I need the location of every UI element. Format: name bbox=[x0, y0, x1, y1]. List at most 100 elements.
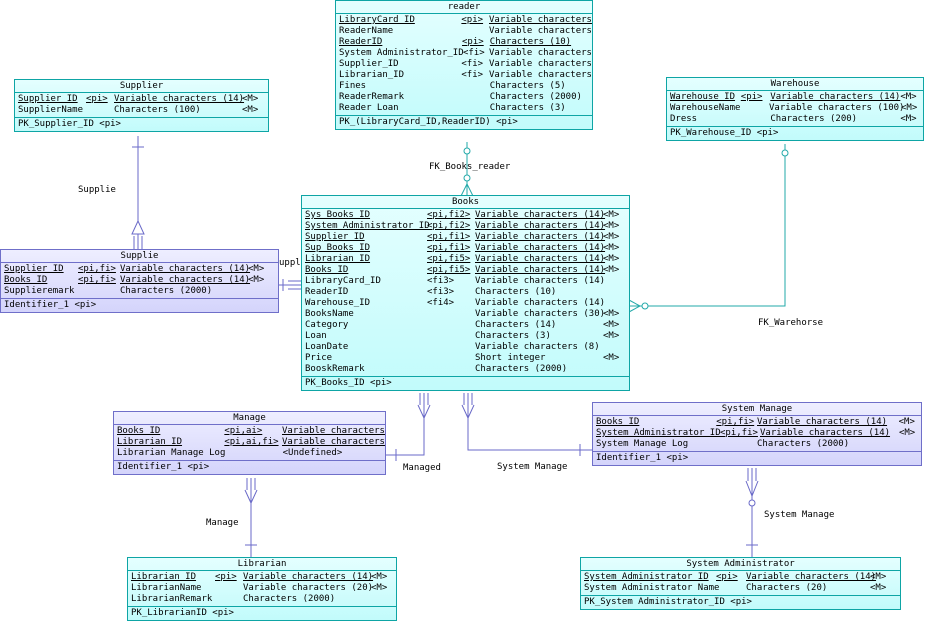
attribute-key bbox=[427, 364, 475, 375]
attribute-row: ReaderID<fi3>Characters (10) bbox=[305, 287, 626, 298]
attribute-name: WarehouseName bbox=[670, 103, 741, 113]
attribute-type: Characters (20) bbox=[746, 583, 828, 593]
link-books-system-manage bbox=[467, 393, 592, 451]
attribute-row: Books_ID<pi,fi>Variable characters (14)<… bbox=[596, 417, 918, 428]
attribute-key bbox=[461, 26, 489, 37]
attribute-type: Variable characters (14) bbox=[770, 92, 901, 102]
attribute-mandatory: <M> bbox=[603, 331, 620, 341]
attribute-row: System Administrator_ID<fi>Variable char… bbox=[339, 48, 592, 59]
attribute-type: Variable characters bbox=[489, 48, 592, 58]
entity-identifier: PK_(LibraryCard_ID,ReaderID) <pi> bbox=[339, 117, 518, 127]
attribute-list: Supplier_ID<pi>Variable characters (14)<… bbox=[15, 93, 268, 118]
attribute-name: ReaderID bbox=[305, 287, 349, 297]
attribute-type: Characters (5) bbox=[489, 81, 566, 91]
attribute-mandatory: <M> bbox=[603, 309, 620, 319]
entity-identifier: PK_Books_ID <pi> bbox=[305, 378, 392, 388]
attribute-type: Variable characters (14) bbox=[759, 428, 891, 438]
attribute-name: Supplier_ID bbox=[18, 94, 78, 104]
attribute-mandatory: <M> bbox=[870, 572, 887, 582]
attribute-key bbox=[215, 594, 243, 605]
entity-title: System Manage bbox=[593, 403, 921, 416]
attribute-key: <pi,fi2> bbox=[427, 210, 471, 220]
attribute-mandatory: <M> bbox=[371, 583, 388, 593]
attribute-type: Variable characters bbox=[282, 426, 385, 436]
attribute-name: LibrarianRemark bbox=[131, 594, 213, 604]
attribute-type: Variable characters bbox=[282, 437, 385, 447]
attribute-key bbox=[86, 105, 114, 116]
attribute-row: Supplier_ID<pi>Variable characters (14)<… bbox=[18, 94, 265, 105]
attribute-key: <fi> bbox=[461, 70, 484, 80]
attribute-key bbox=[427, 331, 475, 342]
entity-identifier: PK_Supplier_ID <pi> bbox=[18, 119, 121, 129]
attribute-type: Characters (3) bbox=[475, 331, 551, 341]
attribute-name: ReaderRemark bbox=[339, 92, 405, 102]
attribute-mandatory: <M> bbox=[900, 114, 917, 124]
attribute-name: Supplier_ID bbox=[4, 264, 64, 274]
attribute-type: Variable characters (14) bbox=[475, 243, 606, 253]
attribute-key bbox=[427, 320, 475, 331]
attribute-mandatory bbox=[603, 287, 623, 298]
label-system-manage-2: System Manage bbox=[764, 510, 835, 520]
attribute-row: ReaderID<pi>Characters (10) bbox=[339, 37, 589, 48]
attribute-mandatory bbox=[899, 439, 918, 450]
attribute-list: Librarian_ID<pi>Variable characters (14)… bbox=[128, 571, 396, 607]
attribute-name: Books_ID bbox=[4, 275, 48, 285]
attribute-type: Variable characters (14) bbox=[475, 254, 606, 264]
attribute-name: LibrarianName bbox=[131, 583, 202, 593]
attribute-list: Supplier_ID <pi,fi> Variable characters (1… bbox=[1, 263, 278, 299]
attribute-type: Characters (14) bbox=[475, 320, 557, 330]
attribute-mandatory: <M> bbox=[870, 583, 887, 593]
attribute-list: Books_ID<pi,fi>Variable characters (14)<… bbox=[593, 416, 921, 452]
entity-title: Books bbox=[302, 196, 629, 209]
attribute-key: <pi> bbox=[462, 37, 484, 47]
attribute-name: LibraryCard_ID bbox=[305, 276, 381, 286]
attribute-mandatory: <M> bbox=[900, 103, 918, 113]
attribute-row: Librarian_ID<pi>Variable characters (14)… bbox=[131, 572, 393, 583]
attribute-type: Variable characters (14) bbox=[114, 94, 245, 104]
attribute-type: Variable characters bbox=[489, 15, 592, 25]
attribute-name: ReaderID bbox=[339, 37, 383, 47]
attribute-row: Sup_Books_ID<pi,fi1>Variable characters … bbox=[305, 243, 626, 254]
attribute-row: LibraryCard_ID<pi>Variable characters bbox=[339, 15, 592, 26]
attribute-type: Characters (2000) bbox=[489, 92, 582, 102]
attribute-key: <pi,ai> bbox=[224, 426, 263, 436]
attribute-key bbox=[427, 342, 475, 353]
attribute-key bbox=[741, 114, 771, 125]
attribute-type: Characters (100) bbox=[114, 105, 201, 115]
attribute-name: Supplier_ID bbox=[339, 59, 399, 69]
attribute-name: System Administrator_ID bbox=[596, 428, 721, 438]
attribute-mandatory: <M> bbox=[900, 92, 917, 102]
entity-identifier: Identifier_1 <pi> bbox=[117, 462, 210, 472]
attribute-key: <pi> bbox=[215, 572, 237, 582]
attribute-type: Variable characters (14) bbox=[475, 276, 606, 286]
attribute-key: <pi,fi> bbox=[78, 264, 116, 274]
attribute-key: <pi,fi> bbox=[720, 428, 758, 438]
label-managed: Managed bbox=[403, 463, 441, 473]
attribute-mandatory: <M> bbox=[242, 105, 259, 115]
attribute-mandatory bbox=[371, 594, 391, 605]
attribute-type: Characters (3) bbox=[489, 103, 566, 113]
attribute-name: LoanDate bbox=[305, 342, 349, 352]
attribute-type: Variable characters (14) bbox=[120, 264, 251, 274]
attribute-row: Warehouse_ID<fi4>Variable characters (14… bbox=[305, 298, 626, 309]
attribute-name: Reader Loan bbox=[339, 103, 399, 113]
entity-title: Librarian bbox=[128, 558, 396, 571]
entity-identifier: PK_LibrarianID <pi> bbox=[131, 608, 234, 618]
attribute-name: Loan bbox=[305, 331, 327, 341]
attribute-key: <fi> bbox=[461, 59, 484, 69]
